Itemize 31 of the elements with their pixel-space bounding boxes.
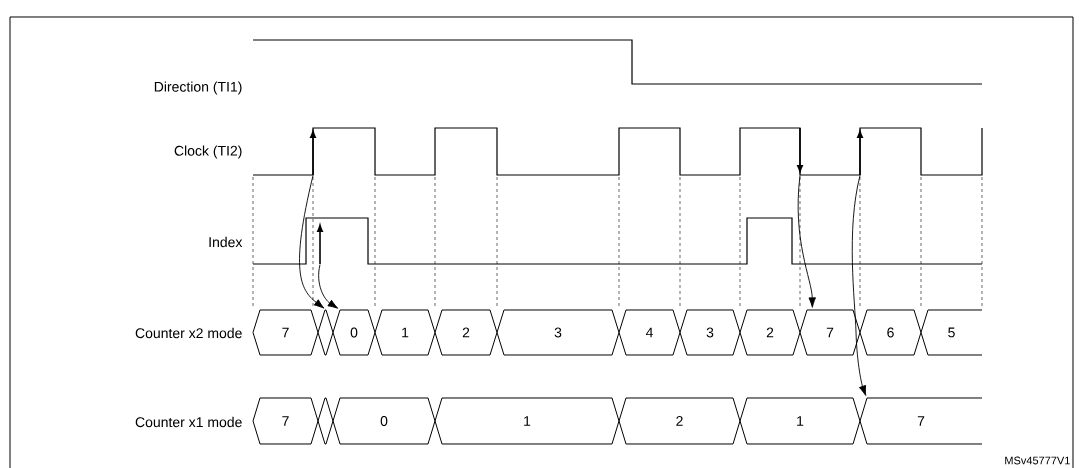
- bus-segment: 7: [252, 397, 319, 445]
- arrow: [797, 175, 816, 308]
- bus-segment: 3: [679, 309, 741, 356]
- bus-segment: [317, 397, 334, 445]
- arrow: [318, 264, 339, 309]
- bus-segment: 7: [799, 309, 861, 356]
- bus-segment: 3: [496, 309, 620, 356]
- bus-segment: 2: [739, 309, 801, 356]
- edge-arrow: [857, 130, 863, 176]
- bus-segment: 1: [739, 397, 861, 445]
- bus-segment: 0: [332, 309, 376, 356]
- bus-segment: 1: [434, 397, 620, 445]
- edge-arrow: [797, 127, 803, 173]
- bus-segment: 2: [434, 309, 498, 356]
- bus-segment: 6: [859, 309, 922, 356]
- bus-segment: 1: [374, 309, 436, 356]
- edge-arrow: [310, 130, 316, 176]
- bus-segment: 0: [332, 397, 436, 445]
- bus-segment: 5: [920, 309, 983, 356]
- arrow: [299, 175, 325, 309]
- figure-code: MSv45777V1: [1005, 456, 1070, 465]
- row-label: Direction (TI1): [154, 81, 242, 95]
- edge-arrow: [317, 224, 323, 265]
- arrow: [851, 175, 867, 396]
- bus-segment: 2: [618, 397, 741, 445]
- bus-segment: 4: [618, 309, 681, 356]
- row-label: Clock (TI2): [174, 145, 242, 159]
- row-label: Index: [209, 236, 243, 248]
- bus-segment: 7: [252, 309, 319, 356]
- bus-segment: [317, 309, 334, 356]
- bus-segment: 7: [859, 397, 983, 445]
